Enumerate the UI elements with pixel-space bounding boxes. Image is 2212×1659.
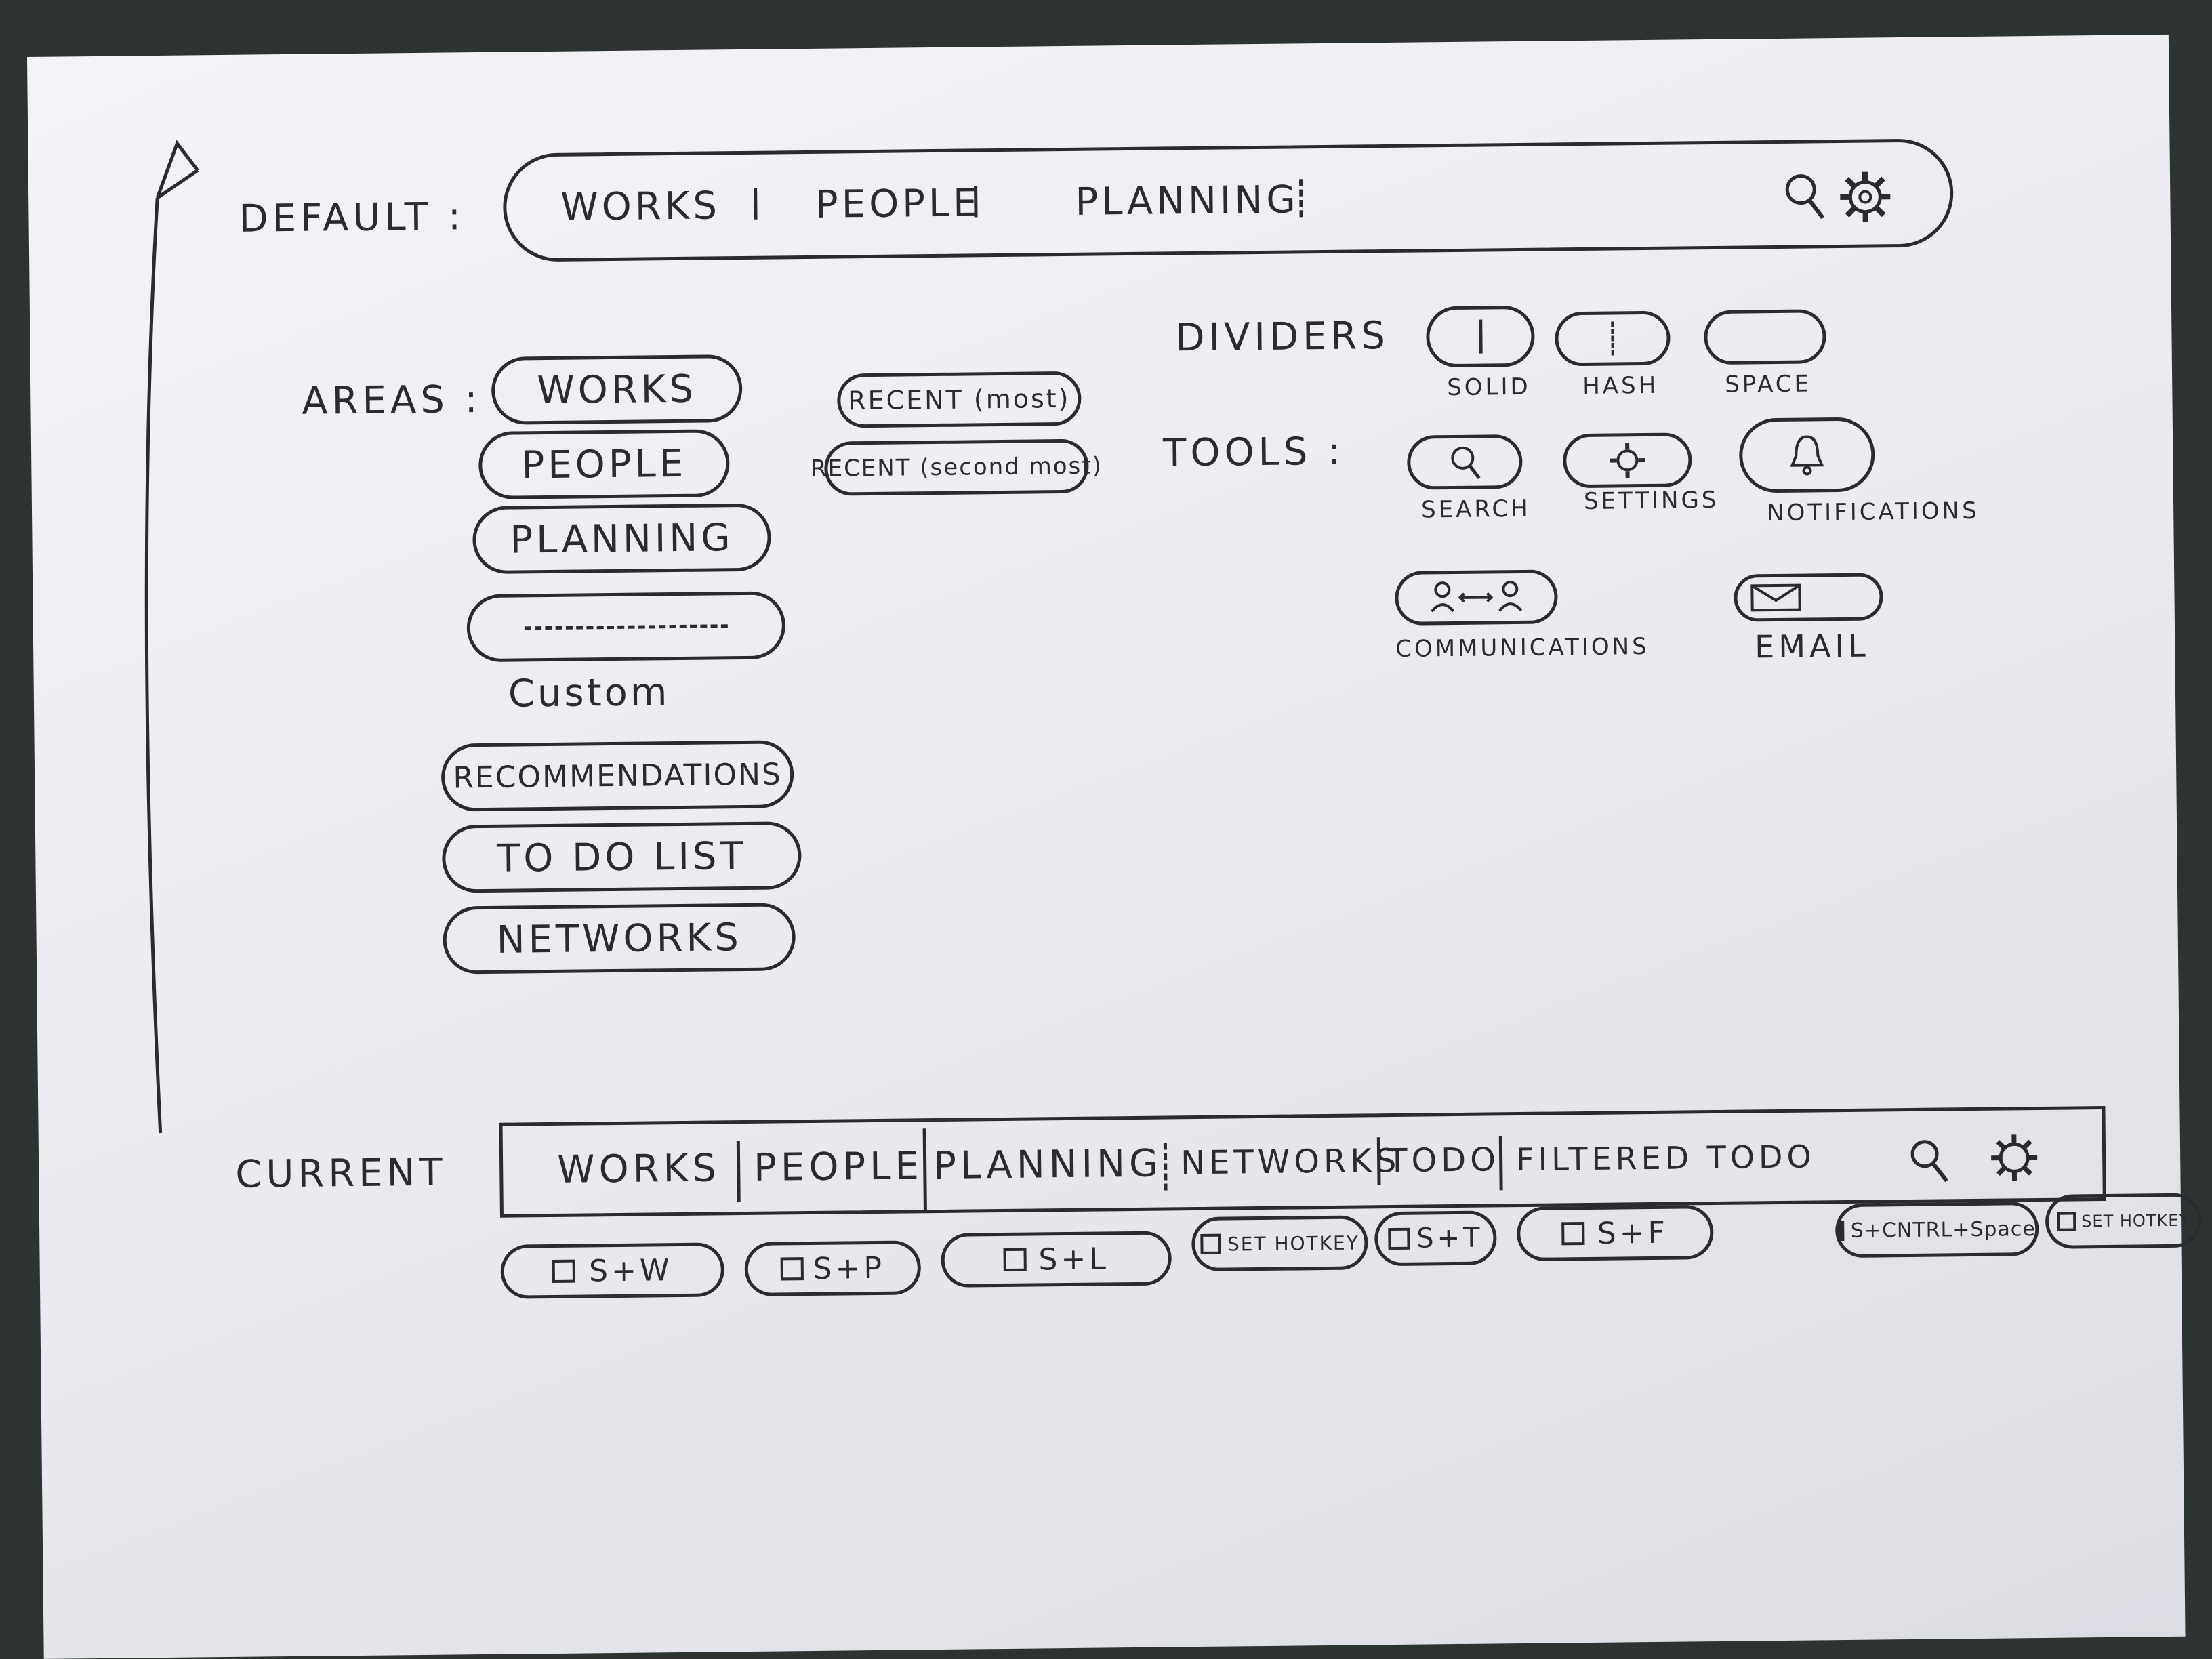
window-key-icon <box>552 1259 576 1283</box>
tool-email[interactable] <box>1734 573 1883 622</box>
hotkey-settings[interactable]: SET HOTKEY <box>2045 1193 2202 1249</box>
hotkey-networks-label: SET HOTKEY <box>1227 1231 1360 1256</box>
tool-notifications-label: NOTIFICATIONS <box>1766 497 1980 527</box>
current-nav-bar: WORKS PEOPLE PLANNING NETWORKS TODO FILT… <box>499 1105 2106 1218</box>
area-todo-list[interactable]: TO DO LIST <box>441 821 802 893</box>
current-label: CURRENT <box>234 1150 447 1197</box>
hotkey-people-label: S+P <box>813 1250 886 1286</box>
area-networks[interactable]: NETWORKS <box>443 903 796 975</box>
hotkey-networks[interactable]: SET HOTKEY <box>1191 1215 1368 1272</box>
window-key-icon <box>1003 1248 1027 1272</box>
area-planning[interactable]: PLANNING <box>472 503 772 575</box>
recent-most[interactable]: RECENT (most) <box>836 371 1082 428</box>
tool-search[interactable] <box>1406 434 1523 490</box>
hotkey-planning[interactable]: S+L <box>941 1231 1172 1288</box>
current-tab-works[interactable]: WORKS <box>556 1145 721 1192</box>
divider-solid-label: SOLID <box>1447 373 1531 402</box>
bell-icon <box>1790 435 1824 476</box>
hotkey-search[interactable]: S+CNTRL+Space <box>1835 1202 2039 1258</box>
tools-label: TOOLS : <box>1162 429 1345 476</box>
hotkey-todo-label: S+T <box>1416 1222 1483 1254</box>
custom-label: Custom <box>508 670 670 716</box>
hotkey-todo[interactable]: S+T <box>1374 1210 1497 1267</box>
solid-divider <box>1376 1137 1381 1185</box>
window-key-icon <box>1388 1227 1410 1250</box>
people-icon <box>1431 581 1523 613</box>
areas-label: AREAS : <box>302 377 482 424</box>
tool-email-label: EMAIL <box>1754 627 1870 665</box>
hash-divider <box>1163 1143 1168 1191</box>
hotkey-settings-label: SET HOTKEY <box>2081 1210 2190 1231</box>
solid-divider <box>736 1141 741 1202</box>
current-tab-filtered-todo[interactable]: FILTERED TODO <box>1515 1138 1816 1179</box>
area-recommendations[interactable]: RECOMMENDATIONS <box>441 740 794 812</box>
tool-settings-label: SETTINGS <box>1583 486 1719 515</box>
sketch-paper: DEFAULT : WORKS PEOPLE PLANNING AREAS : … <box>27 34 2202 1659</box>
solid-divider <box>922 1128 927 1210</box>
default-tab-works[interactable]: WORKS <box>560 183 721 230</box>
tool-search-label: SEARCH <box>1420 495 1531 524</box>
dividers-label: DIVIDERS <box>1175 313 1390 361</box>
area-custom-slot[interactable] <box>466 591 786 663</box>
current-tab-planning[interactable]: PLANNING <box>933 1141 1163 1188</box>
search-icon <box>1451 446 1481 480</box>
current-tab-networks[interactable]: NETWORKS <box>1180 1141 1401 1183</box>
hotkey-filtered-todo-label: S+F <box>1597 1215 1669 1251</box>
gear-icon[interactable] <box>1987 1130 2042 1185</box>
divider-space-sample[interactable] <box>1704 309 1826 365</box>
default-label: DEFAULT : <box>239 194 466 241</box>
solid-divider <box>1478 319 1483 354</box>
divider-solid-sample[interactable] <box>1425 305 1535 368</box>
window-key-icon <box>1200 1233 1221 1254</box>
hotkey-works-label: S+W <box>588 1252 673 1288</box>
hash-divider <box>1298 179 1303 218</box>
current-tab-people[interactable]: PEOPLE <box>753 1143 924 1190</box>
arrow-up-icon <box>144 140 199 1134</box>
hotkey-works[interactable]: S+W <box>500 1242 725 1299</box>
divider-hash-label: HASH <box>1582 371 1659 400</box>
custom-placeholder-line <box>524 623 728 630</box>
hotkey-filtered-todo[interactable]: S+F <box>1516 1205 1714 1262</box>
divider-space-label: SPACE <box>1724 370 1812 398</box>
tool-communications[interactable] <box>1395 569 1558 626</box>
search-icon[interactable] <box>1780 169 1828 224</box>
hotkey-search-label: S+CNTRL+Space <box>1850 1216 2036 1243</box>
solid-divider <box>974 186 978 218</box>
window-key-icon <box>1561 1222 1585 1246</box>
solid-divider <box>754 188 758 220</box>
tool-communications-label: COMMUNICATIONS <box>1395 632 1650 663</box>
divider-hash-sample[interactable] <box>1555 310 1671 367</box>
window-key-icon <box>780 1257 804 1281</box>
solid-divider <box>1498 1136 1503 1191</box>
window-key-icon <box>1838 1221 1844 1242</box>
hash-divider <box>1611 321 1614 356</box>
tool-settings[interactable] <box>1562 432 1692 489</box>
recent-second-most[interactable]: RECENT (second most) <box>811 438 1103 496</box>
area-people[interactable]: PEOPLE <box>478 429 730 500</box>
default-tab-planning[interactable]: PLANNING <box>1075 177 1300 224</box>
envelope-icon <box>1750 583 1801 612</box>
search-icon[interactable] <box>1906 1134 1954 1189</box>
hotkey-people[interactable]: S+P <box>744 1240 922 1297</box>
window-key-icon <box>2057 1212 2076 1231</box>
gear-icon[interactable] <box>1835 166 1896 228</box>
default-nav-bar: WORKS PEOPLE PLANNING <box>502 138 1954 262</box>
default-tab-people[interactable]: PEOPLE <box>815 180 981 227</box>
current-tab-todo[interactable]: TODO <box>1387 1141 1500 1181</box>
tool-notifications[interactable] <box>1738 417 1875 493</box>
hotkey-planning-label: S+L <box>1038 1241 1110 1277</box>
area-works[interactable]: WORKS <box>491 354 743 425</box>
gear-icon <box>1610 443 1645 478</box>
